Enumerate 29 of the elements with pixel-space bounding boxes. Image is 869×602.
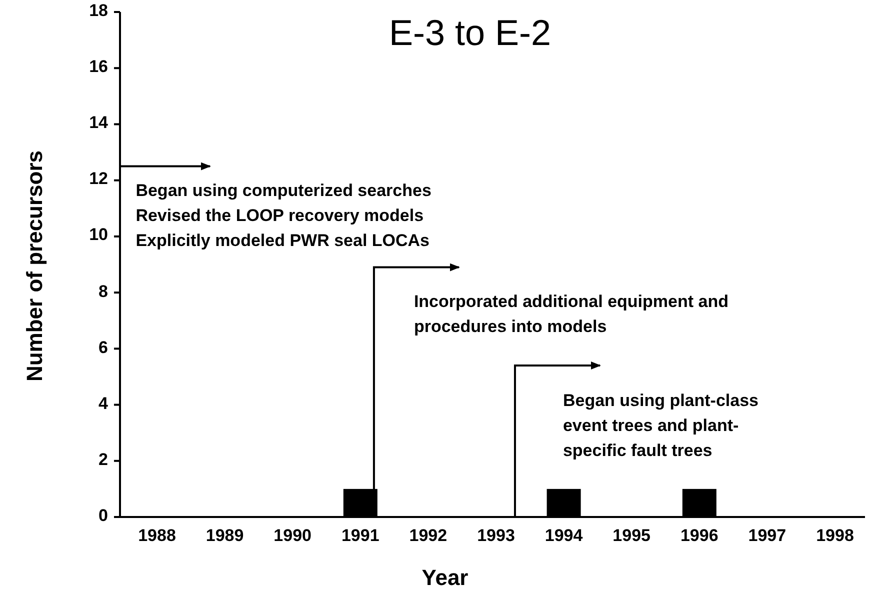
tick-label: 1990 <box>272 526 312 546</box>
annotation-text: Revised the LOOP recovery models <box>136 205 424 228</box>
tick-label: 14 <box>89 113 108 134</box>
annotation-text: Began using computerized searches <box>136 180 432 202</box>
tick-label: 1997 <box>747 526 788 546</box>
tick-label: 1998 <box>815 526 855 546</box>
tick-label: 1995 <box>612 526 652 546</box>
chart-title: E-3 to E-2 <box>388 12 552 54</box>
tick-label: 2 <box>98 450 108 470</box>
tick-label: 1989 <box>204 526 245 546</box>
annotation-text: Explicitly modeled PWR seal LOCAs <box>136 230 430 252</box>
tick-label: 1988 <box>137 526 177 546</box>
tick-label: 8 <box>98 282 108 302</box>
tick-label: 10 <box>89 225 108 246</box>
tick-label: 18 <box>89 1 108 21</box>
tick-label: 1996 <box>679 526 720 546</box>
tick-label: 1991 <box>340 526 380 546</box>
axis-title: Year <box>420 565 470 591</box>
tick-label: 0 <box>98 506 108 526</box>
tick-label: 1993 <box>476 526 516 546</box>
tick-label: 16 <box>89 57 108 78</box>
tick-label: 12 <box>89 169 108 190</box>
annotation-text: Incorporated additional equipment and procedures into models <box>414 291 730 338</box>
tick-label: 6 <box>98 338 108 358</box>
annotation-text: Began using plant-class event trees and plant-specific fault trees <box>562 390 760 462</box>
tick-label: 4 <box>98 394 108 414</box>
tick-label: 1994 <box>544 526 584 546</box>
axis-title: Number of precursors <box>22 149 48 384</box>
tick-label: 1992 <box>408 526 448 546</box>
